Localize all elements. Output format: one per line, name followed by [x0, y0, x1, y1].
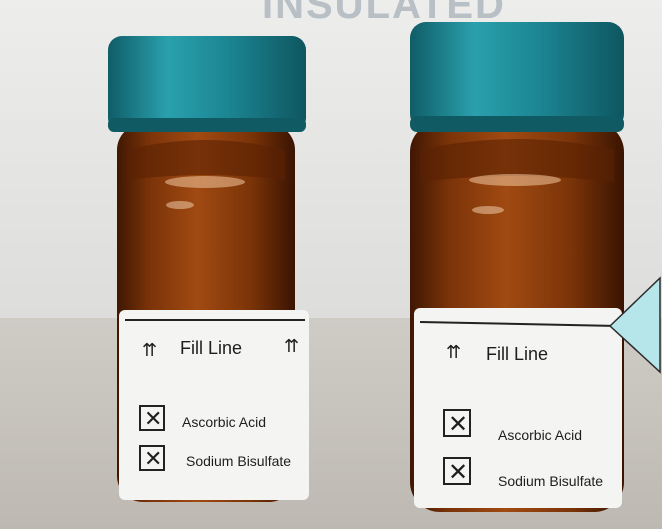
bottle-2-check-icon: ✕	[448, 459, 468, 486]
bottle-1-ascorbic-label: Ascorbic Acid	[182, 414, 266, 430]
bottle-1-checkbox-bisulfate	[139, 445, 165, 471]
bottle-1: ⇈ Fill Line ⇈ ✕ Ascorbic Acid ✕ Sodium B…	[108, 36, 309, 502]
bottle-2-ascorbic-label: Ascorbic Acid	[498, 427, 582, 443]
callout-pointer-icon	[608, 276, 661, 374]
bottle-1-check-icon: ✕	[144, 446, 162, 471]
bottle-2-cap	[410, 22, 624, 130]
bottle-1-fill-line: Fill Line	[180, 338, 242, 358]
bottle-1-arrow-icon: ⇈	[142, 340, 157, 360]
bottle-2: ⇈ Fill Line ✕ Ascorbic Acid ✕ Sodium Bis…	[410, 22, 624, 512]
bottle-1-label	[119, 310, 309, 500]
bottle-2-arrow-icon: ⇈	[446, 342, 461, 362]
bottle-2-bisulfate-label: Sodium Bisulfate	[498, 473, 603, 489]
bottle-1-check-icon: ✕	[144, 406, 162, 431]
bottle-1-bisulfate-label: Sodium Bisulfate	[186, 453, 291, 469]
bottle-1-checkbox-ascorbic	[139, 405, 165, 431]
bottle-2-checkbox-bisulfate	[443, 457, 471, 485]
bottle-2-fill-line: Fill Line	[486, 344, 548, 364]
bottle-1-arrow-icon-right: ⇈	[284, 336, 299, 356]
bottle-1-cap	[108, 36, 306, 132]
bottle-2-checkbox-ascorbic	[443, 409, 471, 437]
bottle-2-check-icon: ✕	[448, 411, 468, 438]
